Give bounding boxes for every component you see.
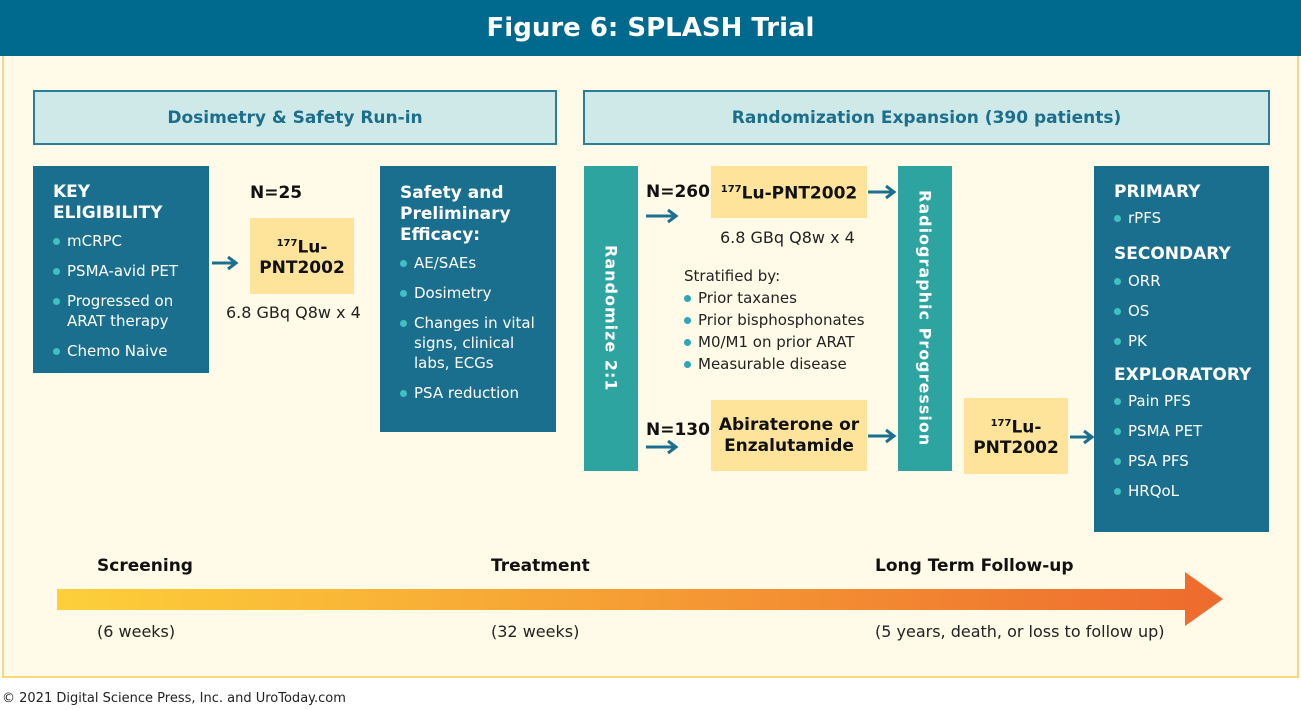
eligibility-item: Progressed on ARAT therapy [53,291,199,331]
eligibility-item: PSMA-avid PET [53,261,199,281]
arm-b-drug-line1: Abiraterone or [718,414,860,435]
stratification-block: Stratified by: Prior taxanes Prior bisph… [684,266,889,374]
safety-item: Dosimetry [400,283,548,303]
safety-item: Changes in vital signs, clinical labs, E… [400,313,548,373]
randomize-label: Randomize 2:1 [601,245,621,392]
randomize-bar: Randomize 2:1 [584,166,638,471]
stratification-item: Prior taxanes [684,288,889,308]
isotope-superscript: 177 [720,184,742,196]
primary-endpoint-title: PRIMARY [1114,182,1201,202]
safety-list: AE/SAEs Dosimetry Changes in vital signs… [400,253,548,403]
timeline-phase-label: Screening [97,556,193,576]
timeline-phase-duration: (32 weeks) [491,622,580,641]
timeline-phase-label: Treatment [491,556,590,576]
arm-b-drug-line2: Enzalutamide [724,435,854,456]
arrow-right-icon [868,184,897,200]
arm-a-drug-box: 177Lu-PNT2002 [711,166,867,218]
isotope-superscript: 177 [276,237,298,249]
timeline-arrow-icon [57,572,1223,626]
eligibility-title: KEY ELIGIBILITY [53,182,163,223]
exploratory-endpoint-title: EXPLORATORY [1114,365,1252,385]
secondary-endpoint-item: OS [1114,301,1261,321]
timeline-phase-duration: (5 years, death, or loss to follow up) [875,622,1165,641]
run-in-drug-line2: PNT2002 [259,258,345,279]
eligibility-list: mCRPC PSMA-avid PET Progressed on ARAT t… [53,231,199,361]
crossover-drug-line1: Lu- [1011,417,1042,438]
safety-title: Safety and Preliminary Efficacy: [400,183,511,245]
progression-label: Radiographic Progression [915,190,935,447]
endpoints-box: PRIMARY rPFS SECONDARY ORR OS PK EXPLORA… [1094,166,1269,532]
crossover-drug-line2: PNT2002 [973,438,1059,459]
arrow-right-icon [646,208,679,224]
section-header-run-in-label: Dosimetry & Safety Run-in [167,107,423,128]
eligibility-item: Chemo Naive [53,341,199,361]
progression-bar: Radiographic Progression [898,166,952,471]
run-in-drug-box: 177Lu- PNT2002 [250,218,354,294]
arrow-right-icon [646,439,679,455]
stratification-item: M0/M1 on prior ARAT [684,332,889,352]
timeline-phase-duration: (6 weeks) [97,622,176,641]
arm-b-drug-box: Abiraterone or Enzalutamide [711,400,867,471]
safety-item: AE/SAEs [400,253,548,273]
exploratory-endpoint-item: HRQoL [1114,481,1261,501]
primary-endpoint-list: rPFS [1114,208,1261,228]
safety-box: Safety and Preliminary Efficacy: AE/SAEs… [380,166,556,432]
arm-a-dose: 6.8 GBq Q8w x 4 [720,228,855,247]
crossover-drug-box: 177Lu- PNT2002 [964,398,1068,474]
diagram-panel [2,56,1299,678]
eligibility-box: KEY ELIGIBILITY mCRPC PSMA-avid PET Prog… [33,166,209,373]
secondary-endpoint-item: PK [1114,331,1261,351]
timeline-phase-label: Long Term Follow-up [875,556,1074,576]
section-header-expansion-label: Randomization Expansion (390 patients) [731,107,1122,128]
copyright-notice: © 2021 Digital Science Press, Inc. and U… [2,691,346,706]
exploratory-endpoint-item: PSMA PET [1114,421,1261,441]
section-header-expansion: Randomization Expansion (390 patients) [583,90,1270,145]
exploratory-endpoint-list: Pain PFS PSMA PET PSA PFS HRQoL [1114,391,1261,501]
arm-a-n-label: N=260 [646,182,710,202]
stratification-title: Stratified by: [684,267,781,285]
stratification-list: Prior taxanes Prior bisphosphonates M0/M… [684,288,889,374]
section-header-run-in: Dosimetry & Safety Run-in [33,90,557,145]
arrow-right-icon [868,428,897,444]
exploratory-endpoint-item: PSA PFS [1114,451,1261,471]
secondary-endpoint-item: ORR [1114,271,1261,291]
run-in-n-label: N=25 [250,183,303,203]
arrow-right-icon [212,255,239,271]
stratification-item: Measurable disease [684,354,889,374]
primary-endpoint-item: rPFS [1114,208,1261,228]
eligibility-item: mCRPC [53,231,199,251]
run-in-dose: 6.8 GBq Q8w x 4 [226,303,361,322]
arm-a-drug: Lu-PNT2002 [741,183,858,204]
arrow-right-icon [1070,429,1095,445]
figure-title: Figure 6: SPLASH Trial [486,13,815,43]
run-in-drug-line1: Lu- [297,237,328,258]
secondary-endpoint-list: ORR OS PK [1114,271,1261,351]
exploratory-endpoint-item: Pain PFS [1114,391,1261,411]
secondary-endpoint-title: SECONDARY [1114,244,1231,264]
arm-b-n-label: N=130 [646,420,710,440]
safety-item: PSA reduction [400,383,548,403]
isotope-superscript: 177 [990,417,1012,429]
stratification-item: Prior bisphosphonates [684,310,889,330]
figure-title-bar: Figure 6: SPLASH Trial [0,0,1301,56]
